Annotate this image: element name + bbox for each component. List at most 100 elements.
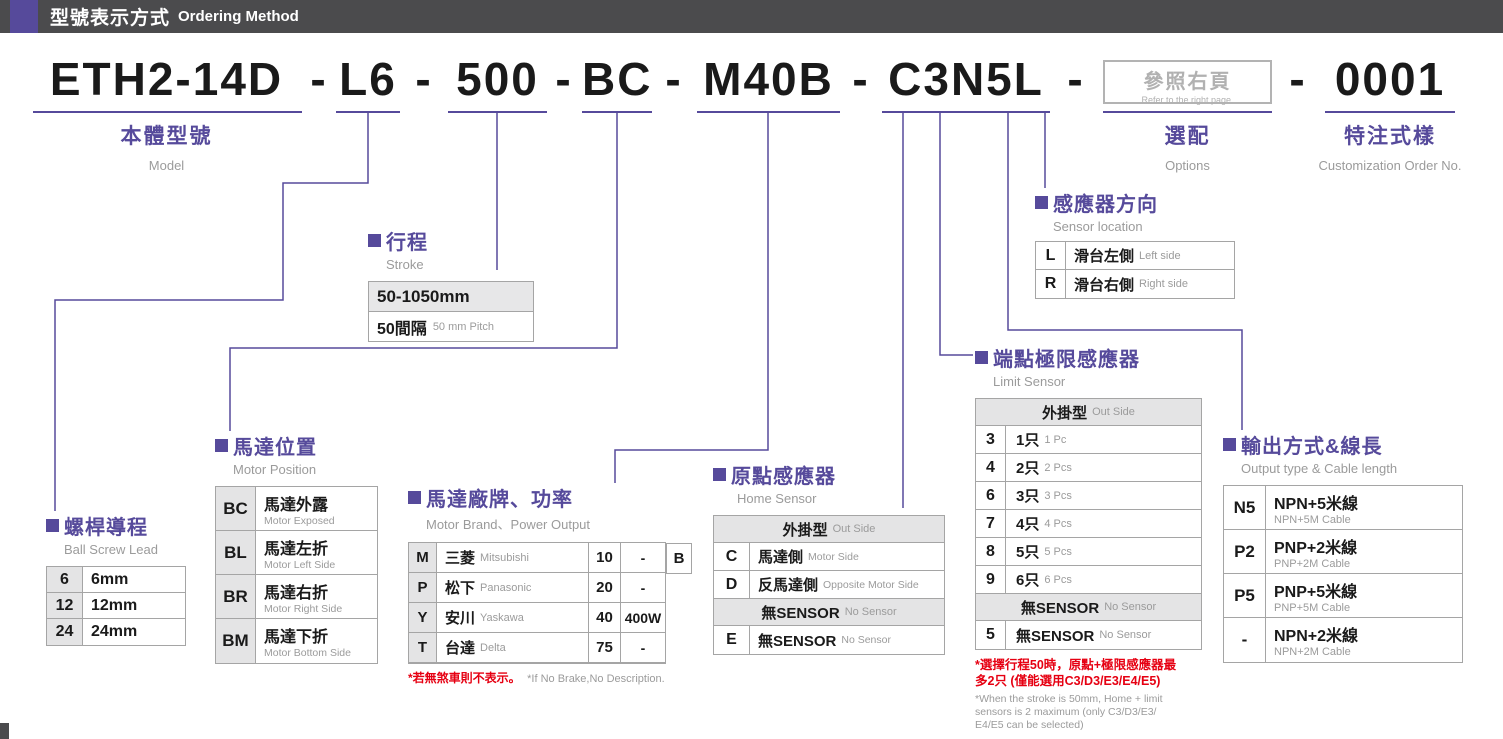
ball-screw-lead-table: 6 6mm 12 12mm 24 24mm <box>46 566 186 646</box>
sensor-location-table: L 滑台左側 Left side R 滑台右側 Right side <box>1035 241 1235 299</box>
row-power-code: 40 <box>589 603 621 632</box>
row-code: 6 <box>976 482 1006 509</box>
row-zh: 馬達右折 <box>264 584 329 602</box>
row-power-code: 75 <box>589 633 621 662</box>
table-row: 3 1只 1 Pc <box>976 426 1201 454</box>
limit-sensor-note-en: *When the stroke is 50mm, Home + limit s… <box>975 693 1202 732</box>
section-title: 原點感應器 <box>713 460 945 489</box>
group-header-en: Out Side <box>1092 406 1135 418</box>
row-zh: 1只 <box>1016 432 1040 449</box>
row-en: Yaskawa <box>480 611 524 624</box>
label-customization-zh: 特注式樣 <box>1344 125 1436 148</box>
row-zh: NPN+2米線 <box>1274 628 1359 645</box>
code-underline <box>336 111 400 113</box>
label-options-en: Options <box>1165 158 1210 173</box>
section-home-sensor: 原點感應器 Home Sensor 外掛型 Out Side C 馬達側 Mot… <box>713 460 945 655</box>
table-row: BC 馬達外露 Motor Exposed <box>216 487 377 531</box>
row-en: No Sensor <box>841 634 891 646</box>
wire-lead <box>54 113 369 511</box>
code-underline <box>882 111 1050 113</box>
row-code: Y <box>409 603 437 632</box>
label-customization: 特注式樣 Customization Order No. <box>1295 120 1485 173</box>
code-underline <box>448 111 547 113</box>
section-ball-screw-lead: 螺桿導程 Ball Screw Lead 6 6mm 12 12mm 24 24… <box>46 511 186 646</box>
row-code: BL <box>216 531 256 574</box>
table-row: 6 3只 3 Pcs <box>976 482 1201 510</box>
label-customization-en: Customization Order No. <box>1318 158 1462 173</box>
row-value: 6mm <box>91 570 129 588</box>
section-title: 馬達位置 <box>215 431 378 460</box>
model-code-custom: 0001 <box>1334 53 1446 105</box>
model-code-dash: - <box>415 53 433 105</box>
brake-note-zh: *若無煞車則不表示。 <box>408 671 521 685</box>
row-en: 2 Pcs <box>1044 461 1072 474</box>
table-row: R 滑台右側 Right side <box>1036 270 1234 298</box>
section-title: 感應器方向 <box>1035 188 1235 217</box>
row-en: Motor Right Side <box>264 602 343 615</box>
section-subtitle: Limit Sensor <box>993 374 1066 389</box>
row-en: PNP+2M Cable <box>1274 557 1351 570</box>
row-zh: 5只 <box>1016 544 1040 561</box>
label-model-en: Model <box>148 158 185 173</box>
row-zh: 反馬達側 <box>758 577 819 594</box>
table-row: P2 PNP+2米線 PNP+2M Cable <box>1224 530 1462 574</box>
model-code-stroke: 500 <box>456 53 539 105</box>
row-code: P <box>409 573 437 602</box>
row-zh: 台達 <box>445 640 476 657</box>
table-row: 12 12mm <box>47 593 185 619</box>
table-row: Y 安川 Yaskawa 40 400W <box>409 603 665 633</box>
row-code: 6 <box>47 567 83 592</box>
table-row: BL 馬達左折 Motor Left Side <box>216 531 377 575</box>
model-code-dash: - <box>1289 53 1307 105</box>
group-header-en: Out Side <box>832 523 876 535</box>
wire-motor-brand <box>614 113 769 483</box>
section-subtitle: Sensor location <box>1053 219 1143 234</box>
row-code: 7 <box>976 510 1006 537</box>
code-underline <box>582 111 652 113</box>
stroke-range-box: 50-1050mm <box>368 281 534 312</box>
row-en: Delta <box>480 641 506 654</box>
stroke-pitch-zh: 50間隔 <box>377 320 427 338</box>
row-en: 5 Pcs <box>1044 545 1072 558</box>
section-title-zh: 原點感應器 <box>731 466 836 488</box>
label-model: 本體型號 Model <box>33 120 300 173</box>
section-bullet-icon <box>215 439 228 452</box>
section-motor-position: 馬達位置 Motor Position BC 馬達外露 Motor Expose… <box>215 431 378 664</box>
section-motor-brand: 馬達廠牌、功率 Motor Brand、Power Output M 三菱 Mi… <box>408 483 692 687</box>
section-title-zh: 馬達位置 <box>233 437 317 459</box>
row-value: 12mm <box>91 596 138 614</box>
label-model-zh: 本體型號 <box>120 125 213 148</box>
section-bullet-icon <box>713 468 726 481</box>
code-underline <box>1325 111 1455 113</box>
section-title-zh: 螺桿導程 <box>64 517 148 539</box>
row-code: 9 <box>976 566 1006 593</box>
row-zh: 滑台左側 <box>1074 248 1135 265</box>
table-row: E 無SENSOR No Sensor <box>714 626 944 654</box>
options-ref-zh: 參照右頁 <box>1143 71 1232 93</box>
row-code: 24 <box>47 619 83 645</box>
row-code: 3 <box>976 426 1006 453</box>
group-header-en: No Sensor <box>1104 601 1157 613</box>
row-power: - <box>640 579 646 596</box>
note-line: *When the stroke is 50mm, Home + limit <box>975 693 1163 705</box>
row-code: D <box>714 571 750 598</box>
row-zh: 滑台右側 <box>1074 276 1135 294</box>
row-zh: NPN+5米線 <box>1274 495 1359 513</box>
stroke-pitch-box: 50間隔 50 mm Pitch <box>368 312 534 342</box>
row-en: Motor Bottom Side <box>264 647 351 659</box>
table-row: 8 5只 5 Pcs <box>976 538 1201 566</box>
table-row: C 馬達側 Motor Side <box>714 543 944 571</box>
row-value: 24mm <box>91 623 138 640</box>
model-code-lead: L6 <box>339 53 397 105</box>
row-power: - <box>640 549 646 566</box>
section-title-zh: 端點極限感應器 <box>993 349 1140 371</box>
row-code: R <box>1036 270 1066 298</box>
page-header: 型號表示方式 Ordering Method <box>0 0 1503 33</box>
options-ref-en: Refer to the right page. <box>1141 95 1234 105</box>
row-en: Motor Left Side <box>264 558 336 571</box>
brake-note-en: *If No Brake,No Description. <box>527 673 665 685</box>
limit-sensor-note-zh: *選擇行程50時，原點+極限感應器最 多2只 (僅能選用C3/D3/E3/E4/… <box>975 657 1202 689</box>
row-en: Motor Side <box>808 550 859 563</box>
row-en: 3 Pcs <box>1044 489 1072 502</box>
wire-limit-sensor <box>939 113 973 356</box>
